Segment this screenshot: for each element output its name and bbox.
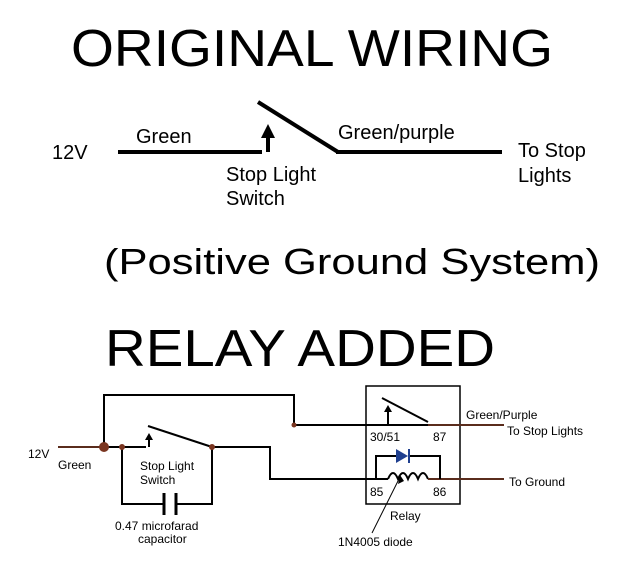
relay-pin-87: 87 <box>433 430 447 444</box>
switch-lever-small <box>147 425 213 448</box>
relay-circuit <box>58 385 504 534</box>
bottom-switch-label-2: Switch <box>140 473 175 487</box>
capacitor-label-2: capacitor <box>138 532 187 546</box>
original-wiring-title: ORIGINAL WIRING <box>71 20 553 78</box>
to-ground-lead-label: To Ground <box>509 475 565 489</box>
green-wire-label: Green <box>136 126 192 148</box>
capacitor-label-1: 0.47 microfarad <box>115 519 198 533</box>
diode-left-lead <box>375 455 396 479</box>
original-circuit <box>118 100 502 154</box>
relay-coil <box>387 472 429 482</box>
green-purple-label: Green/purple <box>338 122 455 144</box>
relay-added-title: RELAY ADDED <box>105 320 495 378</box>
diode-label: 1N4005 diode <box>338 535 413 549</box>
relay-label: Relay <box>390 509 421 523</box>
positive-ground-subtitle: (Positive Ground System) <box>104 241 600 282</box>
bottom-switch-label-1: Stop Light <box>140 459 195 473</box>
diode-pointer-line <box>371 476 401 534</box>
supply-12v-label: 12V <box>52 142 88 164</box>
bottom-green-label: Green <box>58 458 91 472</box>
to-stop-lights-label-2: Lights <box>518 165 571 187</box>
switch-lever <box>256 100 340 154</box>
to-stop-lights-lead-label: To Stop Lights <box>507 424 583 438</box>
junction-node-top-right <box>291 422 297 428</box>
capacitor-left-lead <box>121 447 164 505</box>
diode-pointer-arrow <box>398 475 404 484</box>
capacitor-right-lead <box>176 447 213 505</box>
bottom-supply-12v-label: 12V <box>28 447 49 461</box>
switch-contact-arrow-small <box>145 433 153 447</box>
relay-pin-86: 86 <box>433 485 447 499</box>
green-purple-lead-label: Green/Purple <box>466 408 538 422</box>
junction-node-switch-in <box>119 444 125 450</box>
switch-contact-arrow <box>261 124 275 152</box>
relay-pin-30-51: 30/51 <box>370 430 400 444</box>
relay-pin-85: 85 <box>370 485 384 499</box>
relay-contact-arm <box>381 397 429 423</box>
diode-right-lead <box>410 455 441 479</box>
to-stop-lights-label-1: To Stop <box>518 140 586 162</box>
junction-node-12v <box>99 442 109 452</box>
stop-light-switch-label-1: Stop Light <box>226 164 317 186</box>
relay-box <box>365 385 461 505</box>
switch-output-wire <box>212 446 376 480</box>
relay-contact-arrow <box>384 405 392 425</box>
relay-feed-wire <box>103 394 376 447</box>
junction-node-switch-out <box>209 444 215 450</box>
diode-triangle <box>396 449 408 463</box>
stop-light-switch-label-2: Switch <box>226 188 285 210</box>
